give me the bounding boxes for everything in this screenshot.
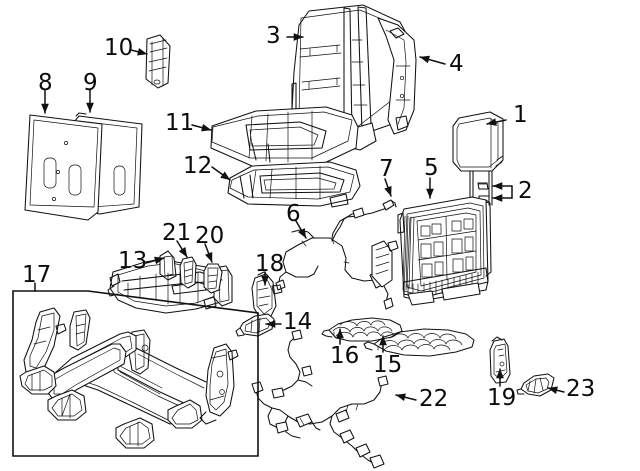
part-16-back-heater-element — [321, 317, 403, 342]
callout-label-21: 21 — [162, 220, 192, 246]
part-5-seat-back-panel — [397, 196, 492, 306]
callout-label-4: 4 — [449, 51, 464, 77]
leader-23 — [547, 386, 565, 395]
callout-label-15: 15 — [373, 352, 403, 378]
callout-label-19: 19 — [487, 385, 517, 411]
callout-label-14: 14 — [283, 309, 313, 335]
callout-label-6: 6 — [286, 201, 301, 227]
callout-label-23: 23 — [566, 376, 596, 402]
leader-22 — [395, 393, 417, 402]
part-17-inset-box — [12, 290, 259, 457]
callout-label-5: 5 — [424, 155, 439, 181]
part-8-seat-back-trim-panel-outer — [24, 114, 103, 221]
leader-21 — [176, 240, 188, 258]
part-15-cushion-heater-element — [363, 328, 475, 357]
callout-label-10: 10 — [104, 35, 134, 61]
part-14-pivot-bracket-small — [235, 313, 275, 337]
part-10-latch-cover — [145, 34, 171, 89]
callout-label-1: 1 — [513, 102, 528, 128]
leader-6 — [295, 220, 307, 239]
leader-11 — [191, 123, 212, 132]
leader-4 — [419, 55, 446, 65]
callout-label-17: 17 — [22, 262, 52, 288]
callout-label-9: 9 — [83, 70, 98, 96]
callout-label-16: 16 — [330, 343, 360, 369]
callout-label-11: 11 — [165, 110, 195, 136]
leader-7 — [384, 178, 392, 197]
callout-label-20: 20 — [195, 223, 225, 249]
leader-13 — [145, 256, 165, 265]
leader-10 — [130, 47, 148, 56]
callout-label-12: 12 — [183, 153, 213, 179]
callout-label-22: 22 — [419, 386, 449, 412]
callout-label-18: 18 — [255, 251, 285, 277]
part-18-recliner-bracket — [251, 271, 283, 319]
callout-label-13: 13 — [118, 248, 148, 274]
part-22-harness-branch — [271, 329, 313, 399]
part-23-connector-clip — [516, 373, 555, 397]
leader-12 — [211, 166, 231, 181]
part-12-seat-cushion-cover — [227, 161, 361, 208]
callout-leaders — [34, 33, 565, 402]
callout-label-8: 8 — [38, 70, 53, 96]
part-21-hinge-shim-left — [179, 256, 197, 289]
leader-20 — [204, 243, 213, 263]
callout-label-7: 7 — [379, 156, 394, 182]
callout-label-2: 2 — [518, 178, 533, 204]
part-11-seat-cushion-pad — [210, 106, 359, 167]
part-17-track-riser-frame-group — [19, 307, 239, 449]
callout-label-3: 3 — [266, 23, 281, 49]
part-20-hinge-shim-right — [203, 263, 223, 294]
leader-1 — [486, 118, 507, 126]
